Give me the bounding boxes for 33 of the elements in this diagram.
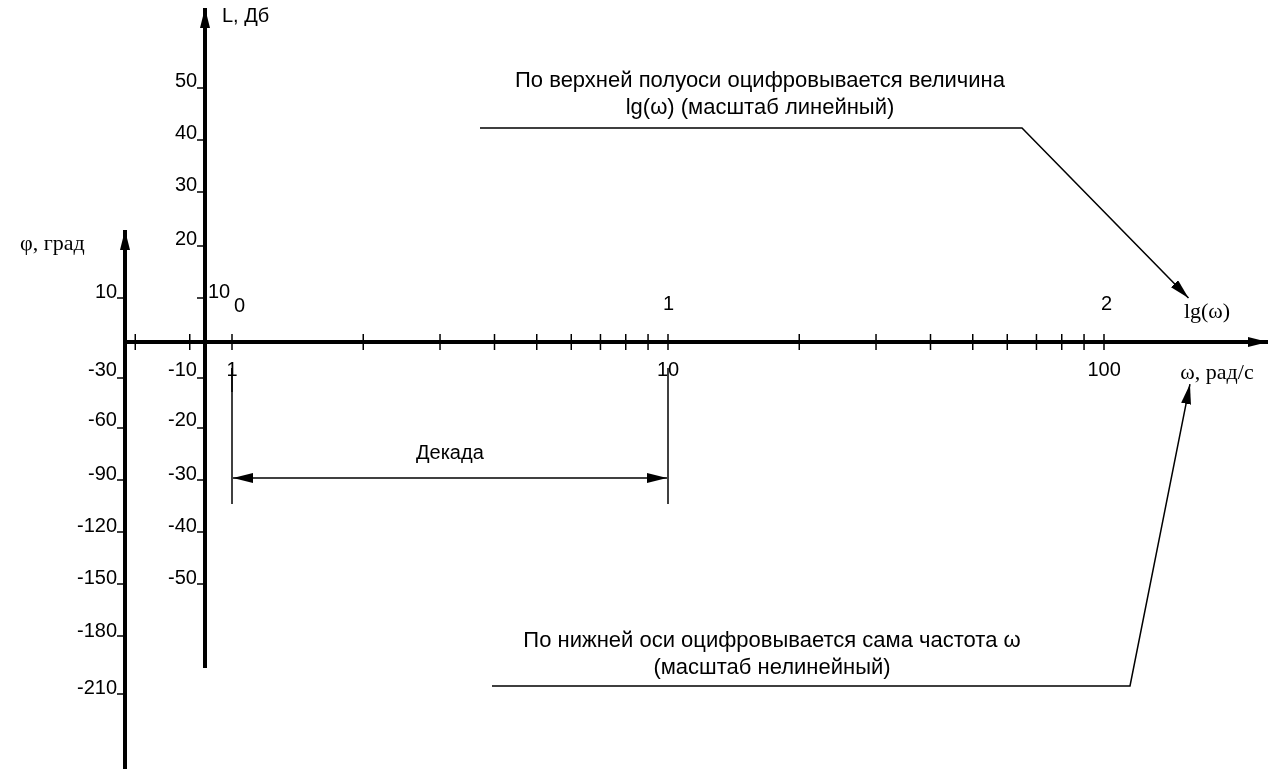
tick-label: -90	[88, 462, 117, 484]
tick-label: -20	[168, 408, 197, 430]
tick-label: -60	[88, 408, 117, 430]
axis-label: ω, рад/с	[1165, 359, 1269, 387]
axis-label: L, Дб	[222, 4, 270, 26]
axis-label: φ, град	[20, 232, 85, 254]
tick-label: -180	[77, 619, 118, 641]
tick-label: 100	[1087, 358, 1121, 380]
tick-label: 20	[175, 227, 198, 249]
tick-label: -210	[77, 676, 118, 698]
axis-label: lg(ω)	[1170, 298, 1244, 326]
tick-label: -150	[77, 566, 118, 588]
tick-label: -50	[168, 566, 197, 588]
tick-label: 50	[175, 69, 198, 91]
dimension-label: Декада	[416, 441, 484, 463]
leader-line	[491, 383, 1191, 687]
tick-label: -40	[168, 514, 197, 536]
tick-label: 1	[663, 292, 675, 314]
tick-label: 2	[1101, 292, 1113, 314]
tick-label: 10	[208, 280, 231, 302]
tick-label: -120	[77, 514, 118, 536]
tick-label: 30	[175, 173, 198, 195]
tick-label: -30	[88, 358, 117, 380]
tick-label: 10	[657, 358, 680, 380]
leader-line	[479, 127, 1190, 299]
tick-label: 0	[234, 294, 246, 316]
tick-label: 1	[226, 358, 238, 380]
tick-label: 40	[175, 121, 198, 143]
tick-label: -30	[168, 462, 197, 484]
annotation-text: По верхней полуоси оцифровывается величина lg(ω) (масштаб линейный)	[480, 66, 1040, 128]
annotation-text: По нижней оси оцифровывается сама частота ω (масштаб нелинейный)	[492, 626, 1052, 686]
tick-label: -10	[168, 358, 197, 380]
tick-label: 10	[95, 280, 118, 302]
